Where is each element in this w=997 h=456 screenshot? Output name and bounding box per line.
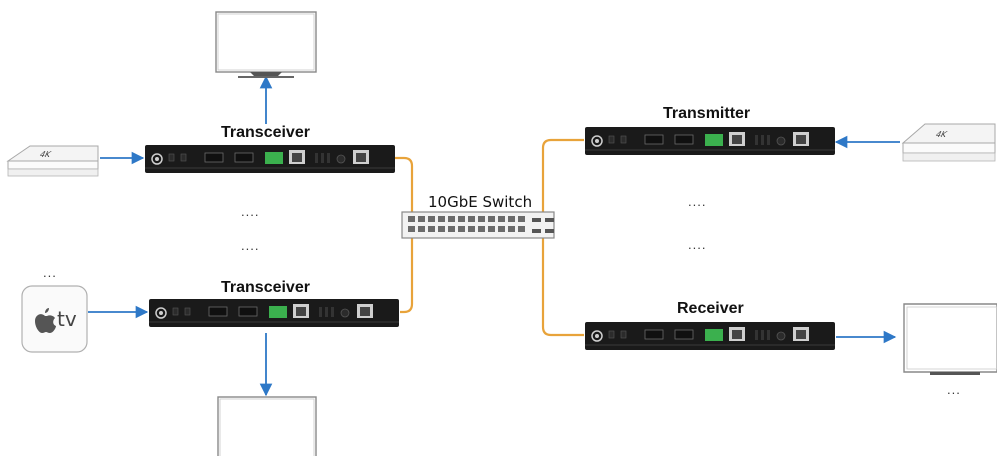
display-bottom bbox=[217, 396, 317, 456]
switch-port bbox=[428, 226, 435, 232]
switch-port bbox=[488, 226, 495, 232]
receiver-device bbox=[584, 322, 836, 350]
link-transceiver-bottom bbox=[400, 238, 414, 314]
switch-port bbox=[478, 226, 485, 232]
display-right bbox=[903, 303, 997, 375]
switch-port bbox=[468, 226, 475, 232]
switch-port bbox=[408, 216, 415, 222]
label-receiver: Receiver bbox=[677, 300, 744, 317]
switch-port bbox=[488, 216, 495, 222]
ellipsis-right-display: ... bbox=[947, 382, 961, 397]
source-4k-left bbox=[6, 145, 99, 177]
transmitter-device bbox=[584, 127, 836, 155]
display-top bbox=[215, 11, 317, 78]
switch-port bbox=[508, 216, 515, 222]
ellipsis-right-lower: .... bbox=[688, 237, 707, 252]
switch-port bbox=[418, 226, 425, 232]
apple-tv-box bbox=[21, 285, 88, 353]
switch-port bbox=[518, 226, 525, 232]
transceiver-top-device bbox=[144, 145, 396, 173]
network-links bbox=[395, 138, 584, 337]
ellipsis-left-lower: .... bbox=[241, 238, 260, 253]
ellipsis-apple-tv: ... bbox=[43, 265, 57, 280]
switch-port bbox=[438, 226, 445, 232]
ellipsis-right-upper: .... bbox=[688, 194, 707, 209]
switch-uplink-port bbox=[532, 229, 541, 233]
switch-port bbox=[448, 216, 455, 222]
apple-logo-icon bbox=[35, 308, 56, 333]
switch-port bbox=[418, 216, 425, 222]
label-transmitter: Transmitter bbox=[663, 105, 751, 122]
switch-uplink-port bbox=[545, 218, 554, 222]
link-transmitter bbox=[541, 138, 584, 212]
switch-port bbox=[458, 226, 465, 232]
source-4k-right bbox=[901, 123, 996, 162]
signal-arrows bbox=[88, 75, 900, 397]
switch-port bbox=[408, 226, 415, 232]
label-transceiver-top: Transceiver bbox=[221, 124, 310, 141]
apple-tv-text: tv bbox=[57, 307, 77, 331]
switch-port bbox=[508, 226, 515, 232]
switch-uplink-port bbox=[545, 229, 554, 233]
switch-port bbox=[498, 216, 505, 222]
switch-device bbox=[401, 211, 555, 239]
link-receiver bbox=[541, 238, 584, 337]
switch-port bbox=[458, 216, 465, 222]
ellipsis-left-upper: .... bbox=[241, 204, 260, 219]
label-switch: 10GbE Switch bbox=[428, 193, 533, 211]
switch-port bbox=[438, 216, 445, 222]
switch-port bbox=[468, 216, 475, 222]
switch-port bbox=[428, 216, 435, 222]
switch-port bbox=[498, 226, 505, 232]
switch-port bbox=[518, 216, 525, 222]
switch-port bbox=[478, 216, 485, 222]
transceiver-bottom-device bbox=[148, 299, 400, 327]
switch-port bbox=[448, 226, 455, 232]
link-transceiver-top bbox=[395, 156, 414, 212]
switch-uplink-port bbox=[532, 218, 541, 222]
label-transceiver-bottom: Transceiver bbox=[221, 279, 310, 296]
